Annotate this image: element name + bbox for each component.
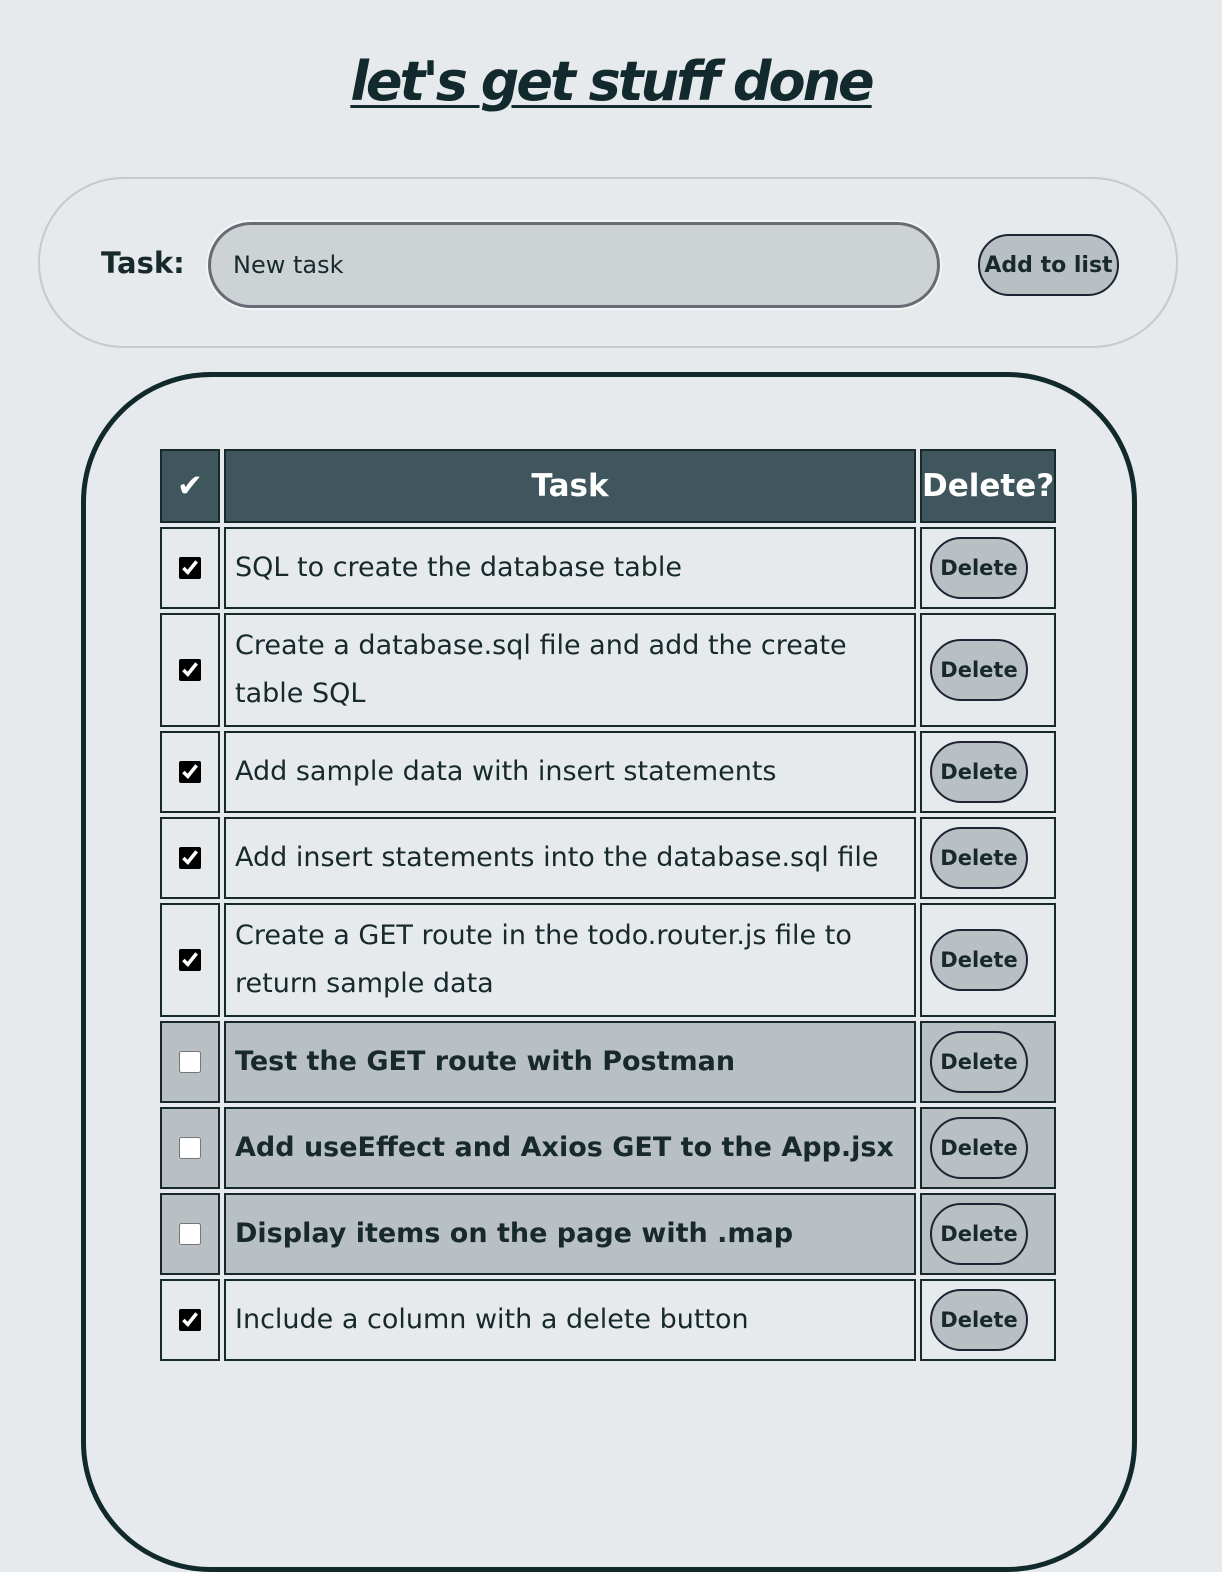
delete-button[interactable]: Delete [930, 929, 1028, 991]
task-text: Add sample data with insert statements [235, 756, 777, 787]
table-row: Include a column with a delete button Del… [160, 1279, 1057, 1361]
table-row: Add insert statements into the database.… [160, 817, 1057, 899]
complete-checkbox[interactable] [179, 949, 201, 971]
complete-cell [160, 1107, 220, 1189]
table-row: Create a database.sql file and add the c… [160, 613, 1057, 727]
task-cell: Display items on the page with .map [224, 1193, 916, 1275]
page-title: let's get stuff done [350, 50, 874, 113]
delete-button[interactable]: Delete [930, 1289, 1028, 1351]
complete-checkbox[interactable] [179, 761, 201, 783]
delete-column-header: Delete? [920, 449, 1057, 523]
task-cell: Create a GET route in the todo.router.js… [224, 903, 916, 1017]
task-column-header: Task [224, 449, 916, 523]
complete-checkbox[interactable] [179, 1137, 201, 1159]
delete-button[interactable]: Delete [930, 1203, 1028, 1265]
table-row: Create a GET route in the todo.router.js… [160, 903, 1057, 1017]
task-cell: SQL to create the database table [224, 527, 916, 609]
delete-cell: Delete [920, 903, 1057, 1017]
table-row: Display items on the page with .map Delet… [160, 1193, 1057, 1275]
complete-checkbox[interactable] [179, 1223, 201, 1245]
complete-checkbox[interactable] [179, 847, 201, 869]
complete-checkbox[interactable] [179, 1051, 201, 1073]
delete-cell: Delete [920, 731, 1057, 813]
delete-cell: Delete [920, 817, 1057, 899]
task-text: Add useEffect and Axios GET to the App.j… [235, 1132, 894, 1163]
table-row: Test the GET route with Postman Delete [160, 1021, 1057, 1103]
complete-cell [160, 731, 220, 813]
task-text: SQL to create the database table [235, 552, 683, 583]
task-text: Include a column with a delete button [235, 1304, 749, 1335]
task-cell: Add insert statements into the database.… [224, 817, 916, 899]
task-cell: Add useEffect and Axios GET to the App.j… [224, 1107, 916, 1189]
delete-button[interactable]: Delete [930, 537, 1028, 599]
delete-button[interactable]: Delete [930, 1117, 1028, 1179]
add-to-list-button[interactable]: Add to list [978, 234, 1119, 296]
delete-button[interactable]: Delete [930, 1031, 1028, 1093]
complete-checkbox[interactable] [179, 1309, 201, 1331]
complete-checkbox[interactable] [179, 557, 201, 579]
complete-cell [160, 1021, 220, 1103]
complete-cell [160, 613, 220, 727]
todo-table: ✔ Task Delete? SQL to create the databas… [156, 445, 1060, 1365]
task-cell: Add sample data with insert statements [224, 731, 916, 813]
complete-cell [160, 903, 220, 1017]
task-text: Display items on the page with .map [235, 1218, 794, 1249]
complete-cell [160, 1193, 220, 1275]
task-text: Add insert statements into the database.… [235, 842, 879, 873]
task-input[interactable] [208, 222, 940, 308]
table-row: Add useEffect and Axios GET to the App.j… [160, 1107, 1057, 1189]
delete-cell: Delete [920, 613, 1057, 727]
task-cell: Include a column with a delete button [224, 1279, 916, 1361]
delete-button[interactable]: Delete [930, 741, 1028, 803]
task-text: Create a GET route in the todo.router.js… [235, 920, 852, 999]
complete-checkbox[interactable] [179, 659, 201, 681]
task-text: Create a database.sql file and add the c… [235, 630, 847, 709]
check-column-header: ✔ [160, 449, 220, 523]
table-row: SQL to create the database table Delete [160, 527, 1057, 609]
complete-cell [160, 527, 220, 609]
delete-cell: Delete [920, 1193, 1057, 1275]
complete-cell [160, 817, 220, 899]
table-row: Add sample data with insert statements De… [160, 731, 1057, 813]
task-label: Task: [101, 246, 185, 280]
add-task-form: Task: Add to list [38, 177, 1178, 348]
delete-cell: Delete [920, 527, 1057, 609]
delete-button[interactable]: Delete [930, 827, 1028, 889]
delete-button[interactable]: Delete [930, 639, 1028, 701]
task-text: Test the GET route with Postman [235, 1046, 736, 1077]
complete-cell [160, 1279, 220, 1361]
delete-cell: Delete [920, 1107, 1057, 1189]
delete-cell: Delete [920, 1021, 1057, 1103]
delete-cell: Delete [920, 1279, 1057, 1361]
task-cell: Test the GET route with Postman [224, 1021, 916, 1103]
task-cell: Create a database.sql file and add the c… [224, 613, 916, 727]
table-header-row: ✔ Task Delete? [160, 449, 1057, 523]
